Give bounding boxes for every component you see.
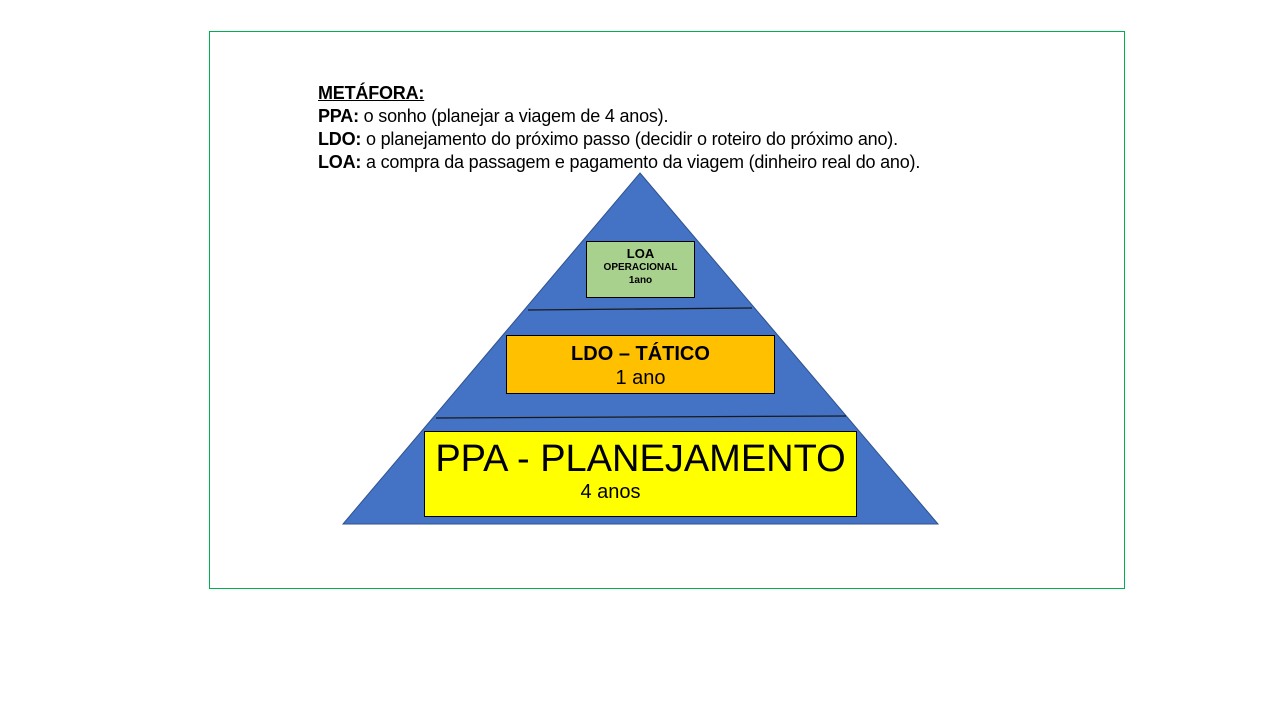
slide-frame	[209, 31, 1125, 589]
metaphor-line-ppa: PPA: o sonho (planejar a viagem de 4 ano…	[318, 106, 669, 126]
loa-period: 1ano	[628, 275, 653, 286]
ldo-box: LDO – TÁTICO 1 ano	[506, 335, 775, 394]
ppa-period: 4 anos	[580, 481, 641, 503]
pyramid-divider-bottom	[435, 415, 847, 419]
metaphor-line-ldo: LDO: o planejamento do próximo passo (de…	[318, 129, 898, 149]
loa-title: LOA	[626, 246, 655, 261]
ldo-period: 1 ano	[615, 367, 666, 389]
ppa-box: PPA - PLANEJAMENTO 4 anos	[424, 431, 857, 517]
metaphor-line-loa: LOA: a compra da passagem e pagamento da…	[318, 152, 921, 172]
pyramid-divider-top	[527, 307, 753, 311]
metaphor-text: METÁFORA: PPA: o sonho (planejar a viage…	[318, 82, 920, 174]
ppa-title: PPA - PLANEJAMENTO	[435, 438, 846, 480]
loa-subtitle: OPERACIONAL	[603, 262, 678, 273]
ldo-title: LDO – TÁTICO	[571, 343, 710, 365]
loa-box: LOA OPERACIONAL 1ano	[586, 241, 695, 298]
metaphor-title: METÁFORA:	[318, 83, 425, 103]
